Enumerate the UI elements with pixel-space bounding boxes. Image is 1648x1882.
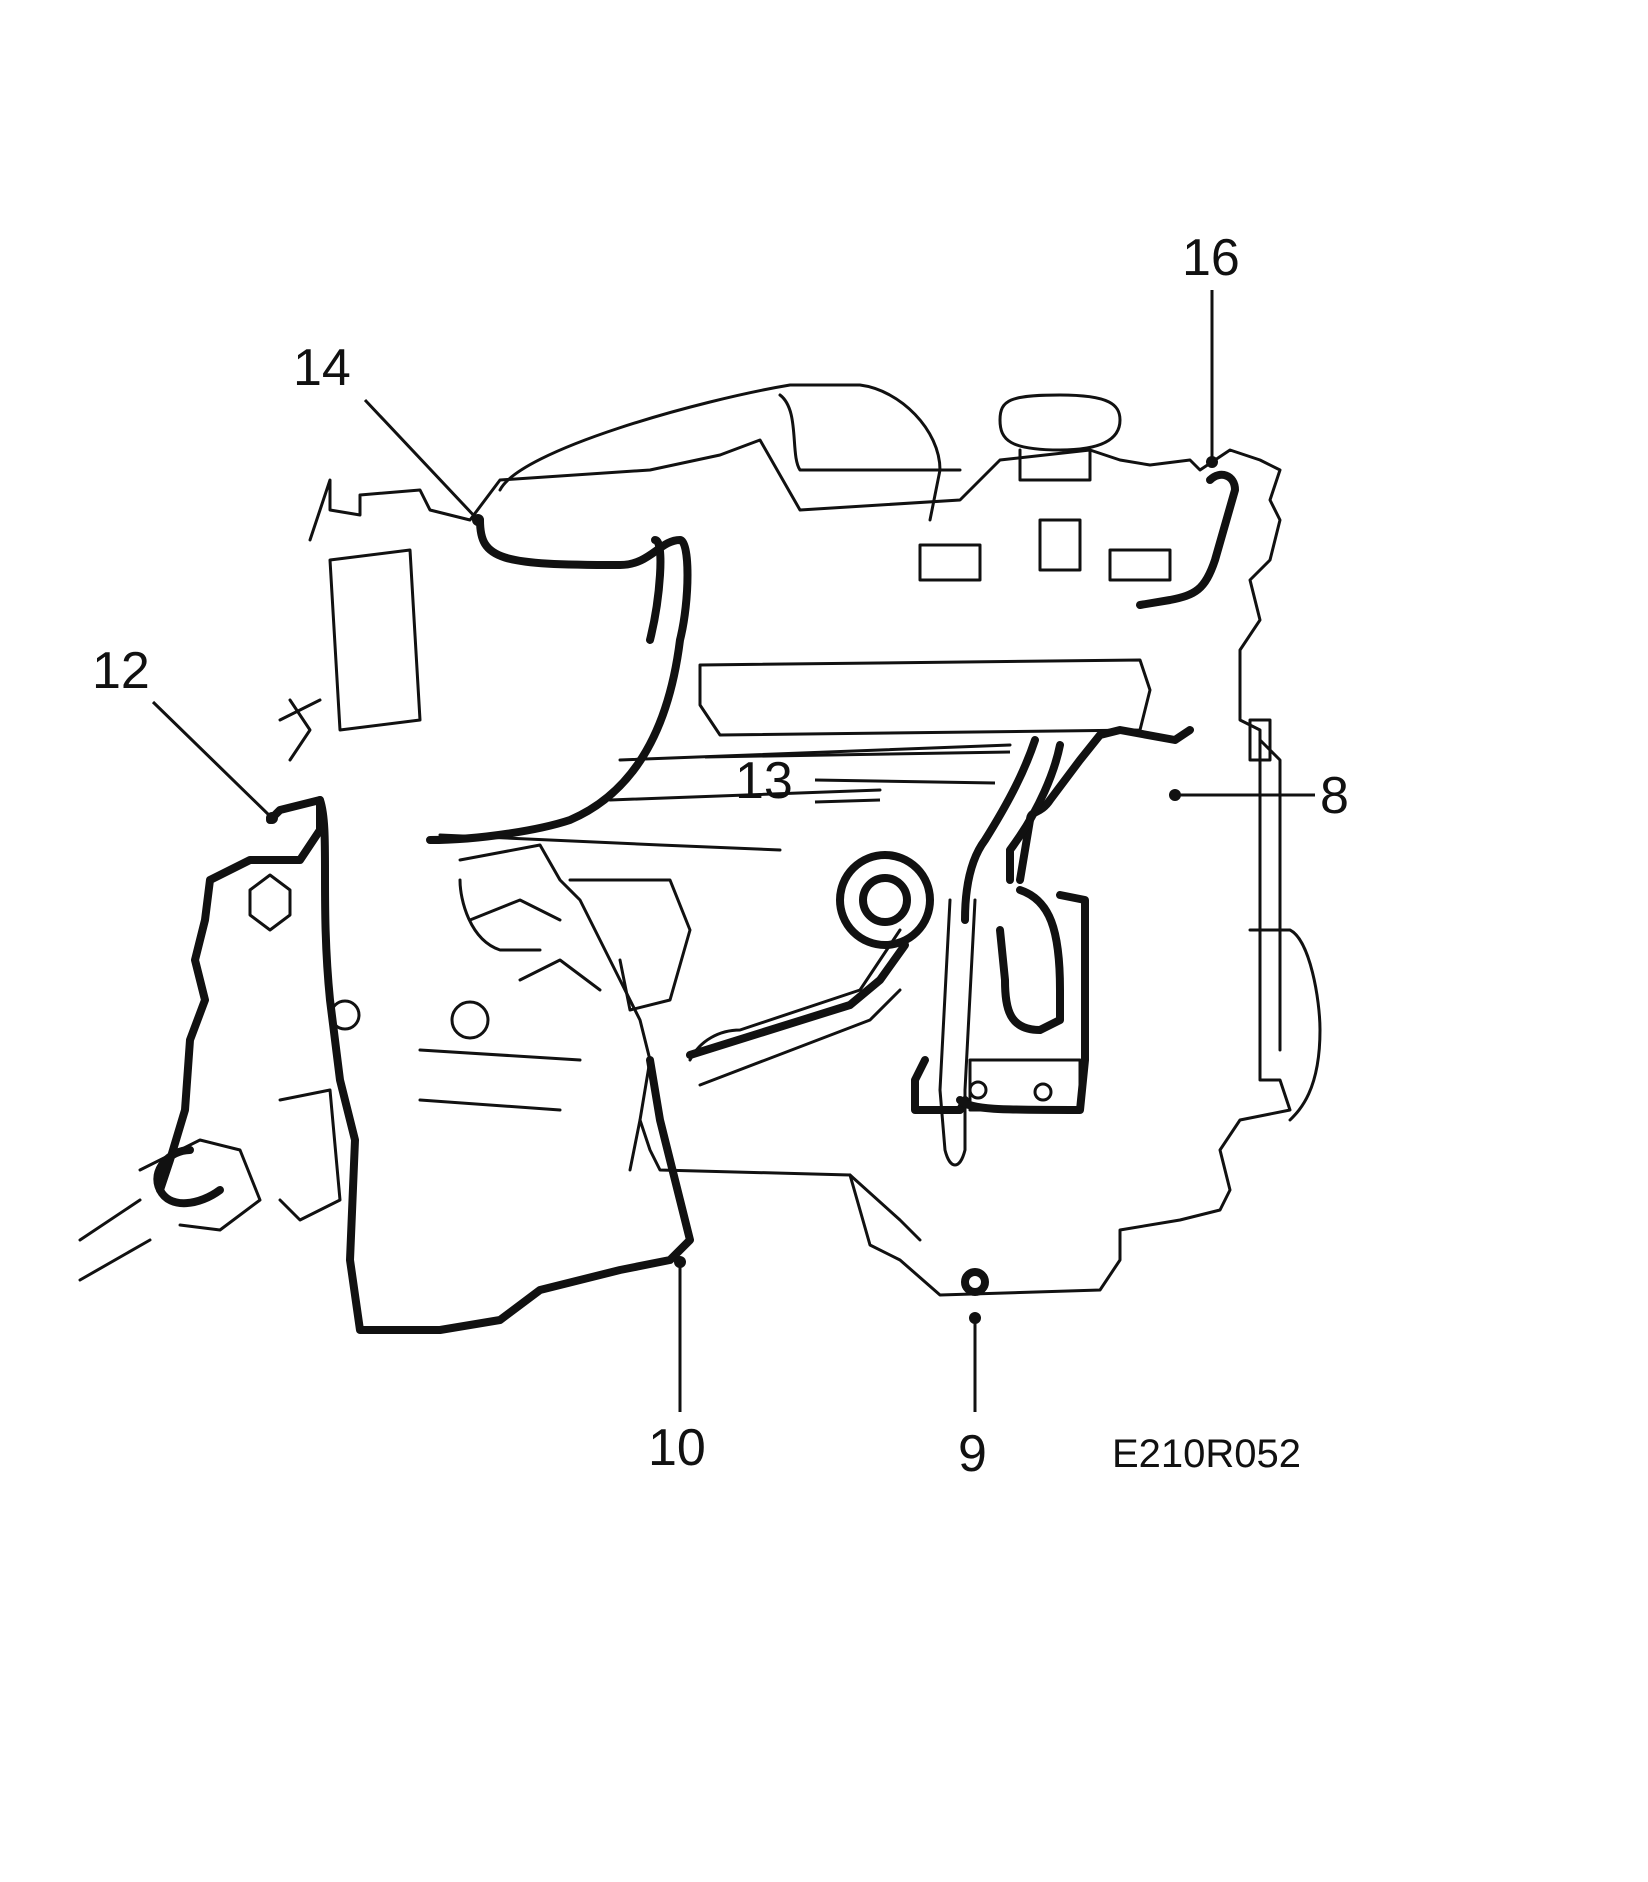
- exhaust-ring: [836, 851, 934, 949]
- hose-14: [426, 516, 692, 844]
- engine-block-drawing: [78, 383, 1322, 1297]
- callout-14: 14: [293, 339, 351, 397]
- leader-12: [151, 700, 274, 820]
- callout-8: 8: [1320, 767, 1349, 825]
- drain-plug: [961, 1268, 989, 1296]
- hose-16: [1136, 470, 1239, 609]
- hose-12: [156, 796, 324, 1194]
- leader-13-bottom: [814, 798, 881, 804]
- callout-10: 10: [648, 1419, 706, 1477]
- figure-reference-code: E210R052: [1112, 1432, 1302, 1476]
- hose-8: [1016, 726, 1194, 884]
- highlighted-hoses: [153, 470, 1239, 1334]
- hose-13: [961, 736, 1039, 924]
- callout-16: 16: [1182, 229, 1240, 287]
- leader-14: [363, 398, 480, 522]
- callout-12: 12: [92, 642, 150, 700]
- leader-lines: [151, 290, 1315, 1412]
- callout-13: 13: [735, 752, 793, 810]
- leader-13-mid: [814, 778, 996, 785]
- leader-13-top: [704, 750, 1011, 759]
- callout-9: 9: [958, 1425, 987, 1483]
